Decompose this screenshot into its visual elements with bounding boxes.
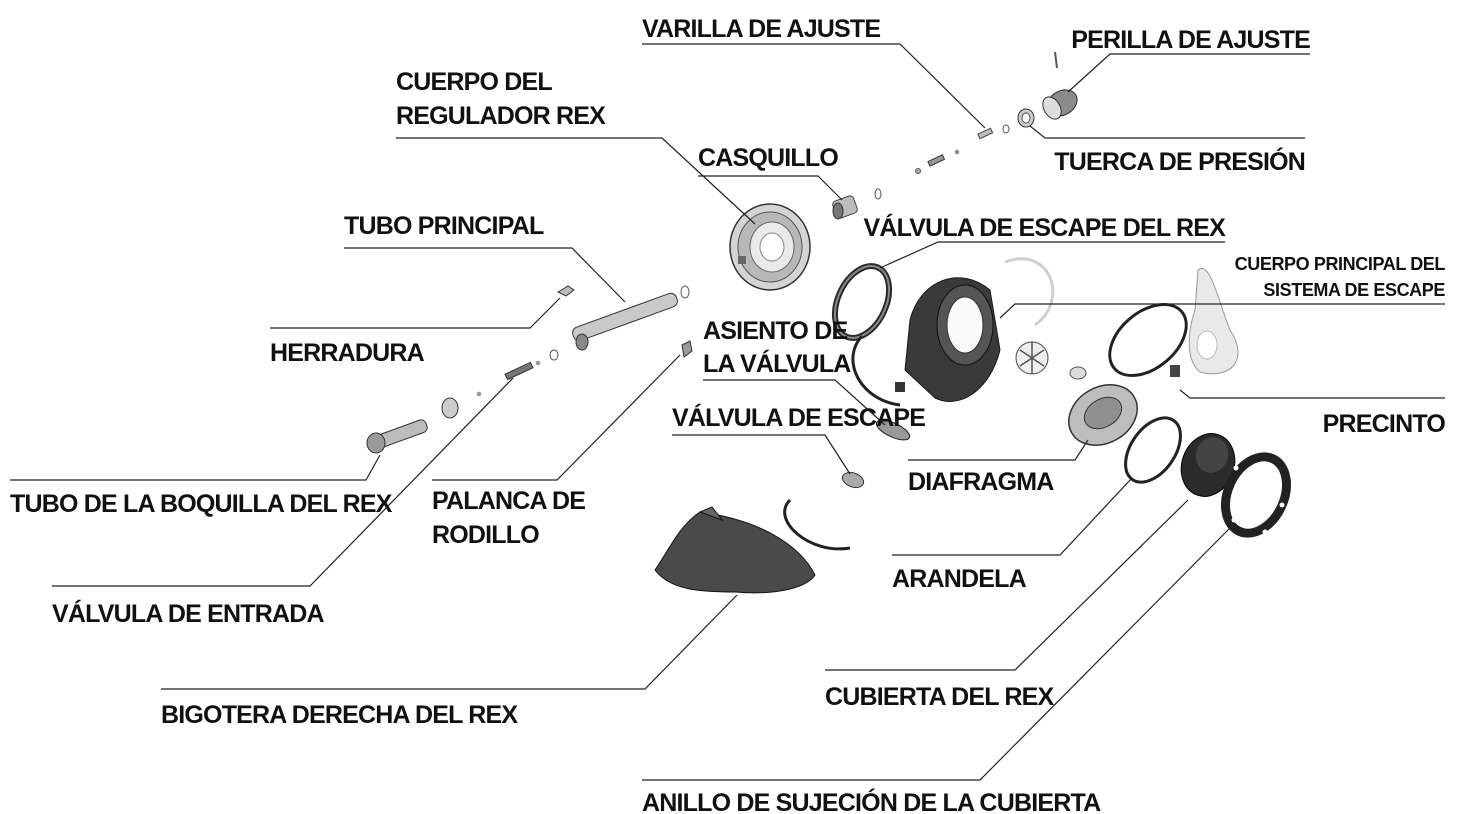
white-housing-part (1188, 267, 1239, 375)
tubo-de-la-boquilla-part (366, 419, 428, 454)
label-herradura: HERRADURA (270, 339, 425, 367)
palanca-de-rodillo-part (681, 340, 693, 358)
labels: VARILLA DE AJUSTE PERILLA DE AJUSTE CUER… (10, 15, 1446, 814)
filter-disc-part (1015, 341, 1049, 375)
label-asiento-line1: ASIENTO DE (703, 317, 847, 345)
label-palanca-line2: RODILLO (432, 521, 539, 549)
label-cuerpo-regulador-line2: REGULADOR REX (396, 102, 606, 130)
cuerpo-principal-del-sistema-de-escape-part (904, 277, 1001, 402)
casquillo-part (832, 188, 882, 220)
label-varilla-de-ajuste: VARILLA DE AJUSTE (642, 15, 880, 43)
label-perilla-de-ajuste: PERILLA DE AJUSTE (1071, 26, 1310, 54)
precinto-part (1108, 303, 1188, 377)
perilla-de-ajuste-part (1042, 51, 1078, 120)
valvula-de-escape-del-rex-part (831, 263, 893, 341)
tubo-principal-part (572, 285, 690, 351)
white-clip-part (1004, 257, 1055, 327)
bigotera-clip-part (783, 498, 851, 551)
varilla-de-ajuste-part (915, 127, 994, 174)
herradura-part (556, 285, 575, 297)
label-asiento-line2: LA VÁLVULA (703, 349, 851, 378)
label-valvula-de-entrada: VÁLVULA DE ENTRADA (52, 599, 324, 628)
valvula-de-entrada-part (441, 349, 559, 419)
label-valvula-de-escape-del-rex: VÁLVULA DE ESCAPE DEL REX (863, 213, 1226, 242)
label-tuerca-de-presion: TUERCA DE PRESIÓN (1054, 146, 1305, 176)
label-precinto: PRECINTO (1323, 410, 1446, 438)
label-valvula-de-escape: VÁLVULA DE ESCAPE (672, 403, 925, 432)
label-casquillo: CASQUILLO (698, 144, 838, 172)
label-palanca-line1: PALANCA DE (432, 487, 585, 515)
valvula-de-escape-part (841, 471, 865, 489)
clip-ring-part (851, 334, 905, 407)
label-arandela: ARANDELA (892, 565, 1027, 593)
label-anillo-de-sujecion: ANILLO DE SUJECIÓN DE LA CUBIERTA (642, 787, 1101, 814)
cubierta-part (1180, 433, 1236, 497)
arandela-part (1124, 416, 1182, 484)
cuerpo-del-regulador-part (729, 203, 811, 291)
label-bigotera-derecha: BIGOTERA DERECHA DEL REX (161, 701, 518, 729)
label-cuerpo-principal-line1: CUERPO PRINCIPAL DEL (1235, 254, 1446, 274)
label-cubierta-del-rex: CUBIERTA DEL REX (825, 683, 1055, 711)
label-tubo-principal: TUBO PRINCIPAL (344, 212, 544, 240)
small-valve-part (1069, 366, 1087, 380)
label-diafragma: DIAFRAGMA (908, 468, 1054, 496)
anillo-de-sujecion-part (1221, 452, 1291, 538)
label-cuerpo-regulador-line1: CUERPO DEL (396, 68, 552, 96)
bigotera-derecha-part (654, 506, 816, 594)
label-cuerpo-principal-line2: SISTEMA DE ESCAPE (1263, 280, 1445, 300)
diafragma-part (1068, 384, 1138, 446)
label-tubo-de-la-boquilla: TUBO DE LA BOQUILLA DEL REX (10, 490, 393, 518)
tuerca-de-presion-part (1002, 108, 1035, 134)
leader-lines (10, 43, 1445, 781)
